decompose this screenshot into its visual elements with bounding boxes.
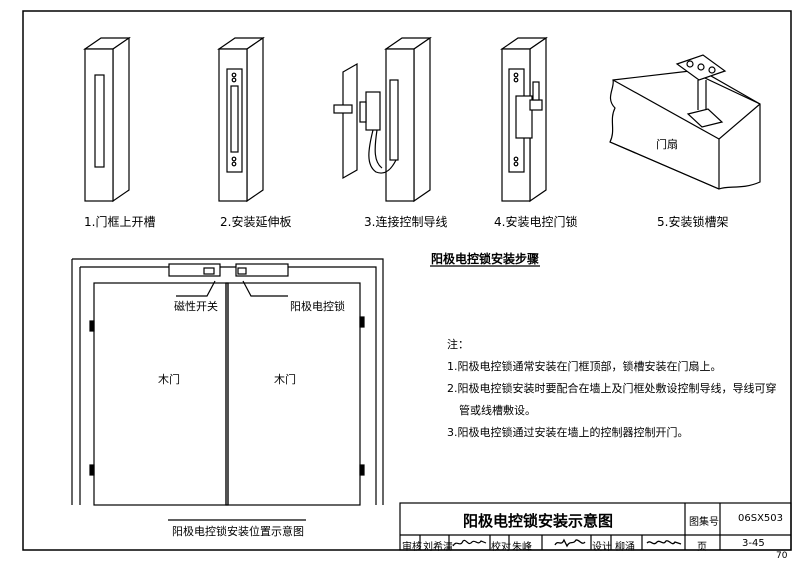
checker-signature bbox=[554, 538, 586, 548]
check-label: 校对 bbox=[491, 542, 511, 553]
note-item-2: 2.阳极电控锁安装时要配合在墙上及门框处敷设控制导线，导线可穿 bbox=[447, 382, 777, 395]
page-number: 3-45 bbox=[742, 538, 765, 549]
atlas-label: 图集号 bbox=[689, 517, 719, 528]
note-item-3: 3.阳极电控锁通过安装在墙上的控制器控制开门。 bbox=[447, 426, 689, 439]
double-door-elevation bbox=[71, 258, 384, 521]
step3-caption: 3.连接控制导线 bbox=[364, 215, 448, 229]
anode-lock-label: 阳极电控锁 bbox=[290, 300, 345, 313]
magnetic-switch-label: 磁性开关 bbox=[174, 300, 218, 313]
step1-frame-illustration bbox=[83, 36, 131, 203]
step5-strike-illustration bbox=[609, 54, 761, 190]
step4-installed-lock-illustration bbox=[500, 36, 548, 203]
step2-extension-plate-illustration bbox=[217, 36, 265, 203]
step4-caption: 4.安装电控门锁 bbox=[494, 215, 578, 229]
step1-caption: 1.门框上开槽 bbox=[84, 215, 156, 229]
design-label: 设计 bbox=[592, 542, 612, 553]
drawing-title: 阳极电控锁安装示意图 bbox=[463, 512, 614, 530]
sheet-number: 70 bbox=[776, 551, 788, 561]
step3-wiring-illustration bbox=[333, 36, 432, 203]
notes-heading: 注： bbox=[447, 338, 469, 351]
note-item-2-cont: 管或线槽敷设。 bbox=[459, 404, 536, 417]
steps-title: 阳极电控锁安装步骤 bbox=[431, 252, 540, 266]
notes-block: 注： 1.阳极电控锁通常安装在门框顶部，锁槽安装在门扇上。 2.阳极电控锁安装时… bbox=[447, 334, 777, 444]
title-block-grid bbox=[399, 502, 792, 551]
wood-door-right-label: 木门 bbox=[274, 373, 296, 386]
checker-name: 朱峰 bbox=[512, 542, 532, 553]
position-caption: 阳极电控锁安装位置示意图 bbox=[172, 525, 304, 538]
review-label: 审核 bbox=[402, 542, 422, 553]
atlas-number: 06SX503 bbox=[738, 513, 784, 524]
reviewer-name: 刘希清 bbox=[423, 542, 453, 553]
door-leaf-label: 门扇 bbox=[656, 138, 678, 151]
page-label: 页 bbox=[697, 542, 707, 553]
step2-caption: 2.安装延伸板 bbox=[220, 215, 292, 229]
designer-name: 柳涌 bbox=[615, 542, 635, 553]
designer-signature bbox=[646, 540, 682, 545]
note-item-1: 1.阳极电控锁通常安装在门框顶部，锁槽安装在门扇上。 bbox=[447, 360, 722, 373]
reviewer-signature bbox=[452, 539, 487, 547]
wood-door-left-label: 木门 bbox=[158, 373, 180, 386]
step5-caption: 5.安装锁槽架 bbox=[657, 215, 729, 229]
